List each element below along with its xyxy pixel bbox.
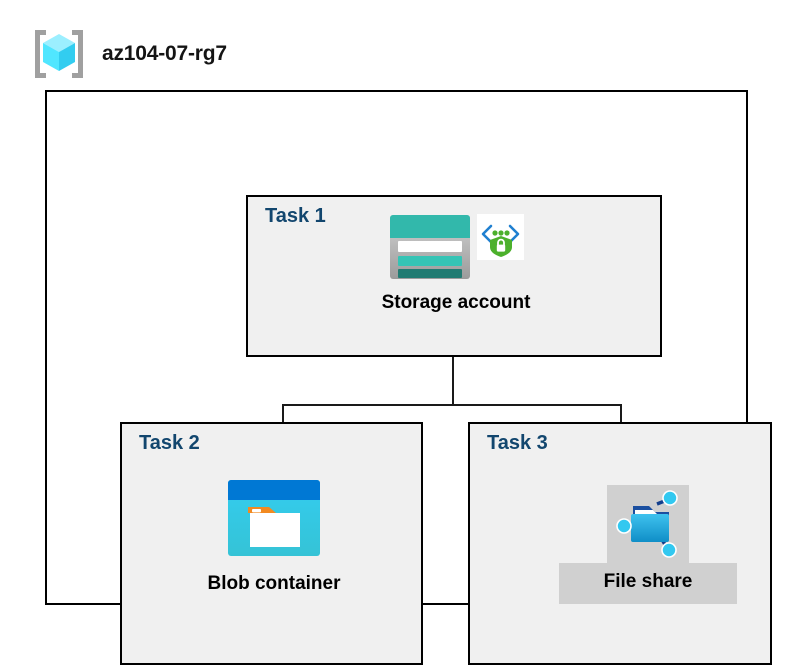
task-box-1[interactable]: Task 1 <box>246 195 662 357</box>
node-blob-container[interactable]: Blob container <box>169 479 379 596</box>
task-1-label: Task 1 <box>265 205 326 227</box>
task-2-label: Task 2 <box>139 432 200 454</box>
resource-group-name: az104-07-rg7 <box>102 42 227 65</box>
storage-account-caption: Storage account <box>381 292 531 313</box>
blob-container-caption: Blob container <box>207 573 341 594</box>
task-box-2[interactable]: Task 2 <box>120 422 423 665</box>
resource-group-container: Task 1 <box>45 90 772 665</box>
file-share-highlight-plate <box>607 485 689 563</box>
resource-group-header: az104-07-rg7 <box>30 26 227 82</box>
azure-resource-group-icon <box>30 26 88 82</box>
task-3-label: Task 3 <box>487 432 548 454</box>
file-share-caption: File share <box>603 571 693 592</box>
storage-account-icon <box>389 214 471 280</box>
node-storage-account[interactable]: Storage account <box>341 214 571 315</box>
task-box-3[interactable]: Task 3 <box>468 422 772 665</box>
connector-storage-trunk <box>452 357 454 405</box>
connector-horizontal-bar <box>282 404 622 406</box>
node-file-share[interactable]: File share <box>559 485 737 604</box>
file-share-label-plate: File share <box>559 563 737 604</box>
file-share-icon <box>611 488 685 560</box>
secure-data-shield-icon <box>476 214 524 260</box>
blob-container-icon <box>227 479 321 557</box>
